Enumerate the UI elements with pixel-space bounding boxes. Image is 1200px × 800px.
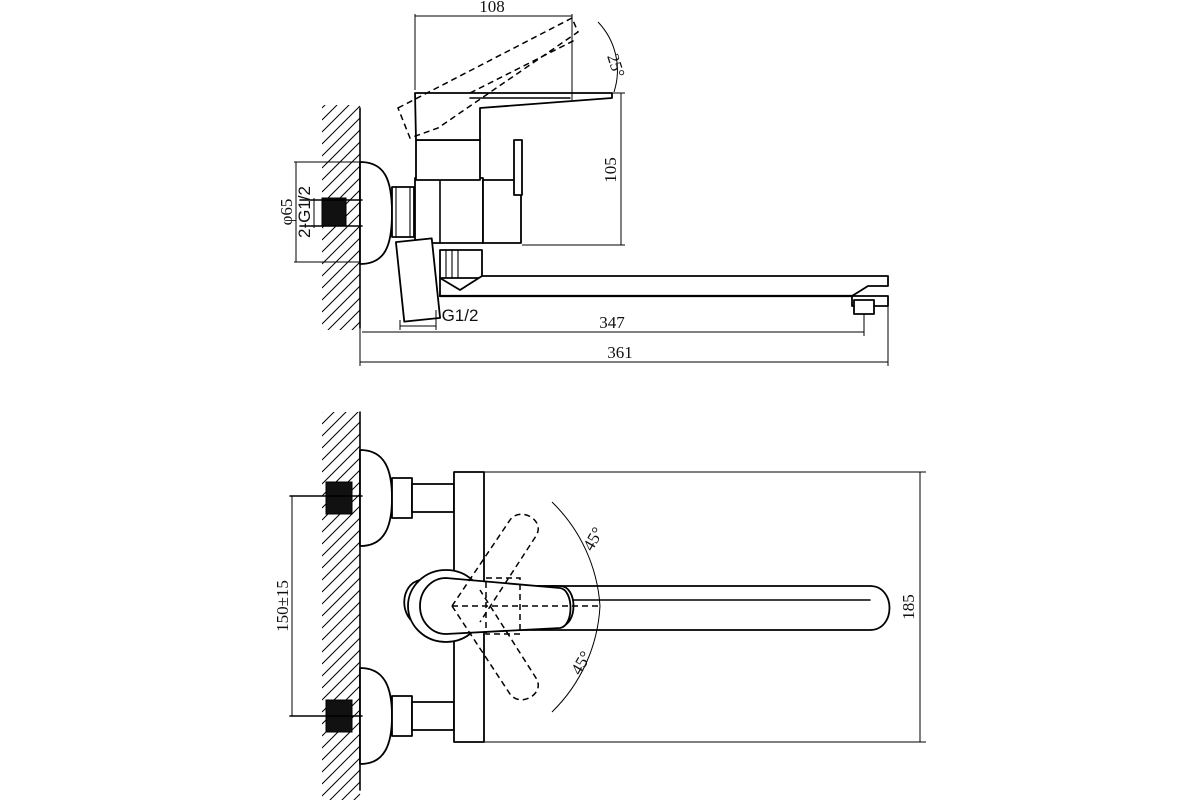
dim-outlet-thread-label: G1/2: [442, 306, 479, 325]
hatch-line: [353, 793, 361, 800]
hatch-line: [327, 297, 361, 330]
dim-inlet-thread-label: 2-G1/2: [295, 186, 314, 238]
hatch-line: [322, 237, 361, 277]
dim-phi65-label: φ65: [277, 199, 296, 226]
hatch-line: [322, 445, 361, 485]
hatch-line: [322, 613, 361, 653]
dim-25-angle: 25°: [597, 21, 629, 93]
mixer-body: [397, 16, 613, 244]
spout-side: [395, 237, 889, 323]
dim-g12-outlet: G1/2: [399, 306, 479, 330]
hatch-line: [351, 321, 361, 330]
hatch-line: [322, 225, 361, 265]
wall-flange-top: [299, 161, 393, 265]
hatch-line: [322, 625, 361, 665]
hatch-line: [322, 261, 361, 301]
dim-45-lower-label: 45°: [567, 648, 595, 678]
hatch-line: [322, 577, 361, 617]
hatch-line: [322, 412, 347, 437]
hatch-line: [322, 433, 361, 473]
hatch-line: [322, 553, 361, 593]
hatch-line: [322, 505, 361, 545]
wall-hatch-bottom: [322, 411, 361, 800]
hatch-line: [322, 285, 361, 325]
hatch-line: [322, 117, 361, 157]
hatch-line: [329, 769, 361, 800]
dim-185-label: 185: [899, 594, 918, 620]
dim-150: 150±15: [273, 496, 293, 716]
hatch-line: [322, 412, 335, 425]
body-plan: [403, 471, 891, 743]
hatch-line: [322, 565, 361, 605]
dim-105: 105: [522, 92, 625, 246]
dim-361: 361: [359, 306, 889, 366]
dim-150-label: 150±15: [273, 580, 292, 632]
eccentric-connector: [391, 186, 415, 238]
hatch-line: [322, 141, 361, 181]
lower-inlet: [289, 667, 455, 765]
hatch-line: [322, 601, 361, 641]
dim-347-label: 347: [599, 313, 625, 332]
dim-phi65: φ65 2-G1/2: [277, 161, 360, 263]
hatch-line: [322, 541, 361, 581]
hatch-line: [322, 649, 361, 689]
dim-108-label: 108: [479, 0, 505, 16]
dim-185: 185: [484, 471, 926, 743]
hatch-line: [322, 745, 361, 785]
side-view: 108 25° 105 φ65 2-G1/2 G1/2: [277, 0, 889, 366]
hatch-line: [322, 105, 338, 121]
hatch-line: [322, 517, 361, 557]
dim-361-label: 361: [607, 343, 633, 362]
dim-108: 108: [414, 0, 573, 100]
hatch-line: [322, 249, 361, 289]
hatch-line: [322, 661, 361, 701]
dim-25-label: 25°: [603, 51, 628, 80]
hatch-line: [322, 105, 361, 145]
hatch-line: [322, 105, 326, 109]
upper-inlet: [289, 449, 455, 547]
dim-347: 347: [362, 313, 865, 336]
hatch-line: [322, 589, 361, 629]
hatch-line: [322, 637, 361, 677]
plan-view: 45° 45° 150±15 185: [273, 411, 926, 800]
hatch-line: [341, 781, 361, 800]
hatch-line: [322, 421, 361, 461]
hatch-line: [322, 529, 361, 569]
hatch-line: [322, 721, 361, 761]
wall-hatch-top: [322, 105, 361, 330]
hatch-line: [322, 412, 359, 449]
hatch-line: [322, 105, 350, 133]
hatch-line: [322, 412, 323, 413]
dim-105-label: 105: [601, 157, 620, 183]
hatch-line: [339, 309, 361, 330]
hatch-line: [322, 153, 361, 193]
dim-45-upper-label: 45°: [579, 524, 607, 554]
hatch-line: [322, 273, 361, 313]
hatch-line: [322, 757, 361, 797]
hatch-line: [322, 733, 361, 773]
hatch-line: [322, 213, 361, 253]
